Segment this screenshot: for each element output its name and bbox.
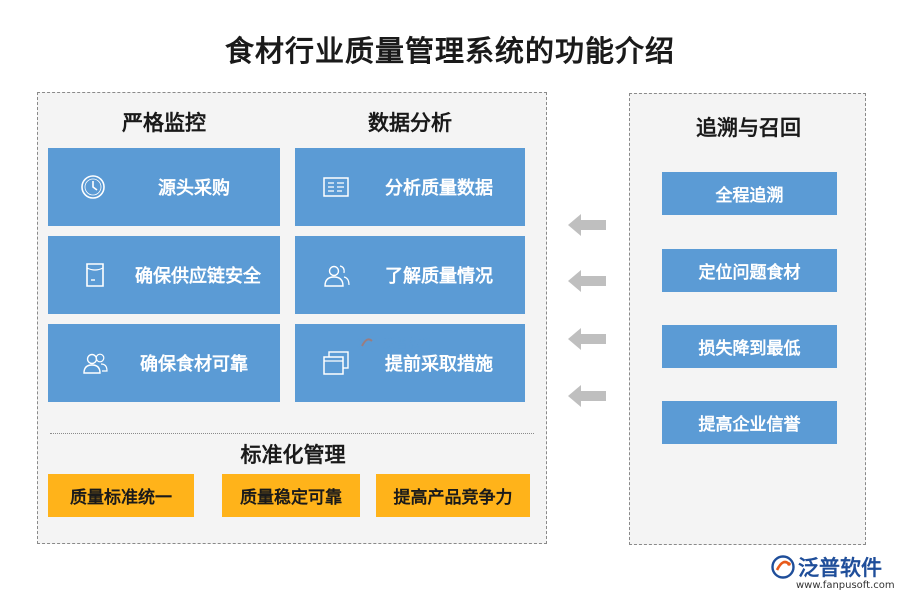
windows-icon (321, 348, 351, 378)
minimize-loss-box: 损失降到最低 (662, 325, 837, 368)
brand-logo-icon (771, 555, 795, 579)
right-panel: 追溯与召回 全程追溯 定位问题食材 损失降到最低 提高企业信誉 (629, 93, 866, 545)
source-procurement-tile: 源头采购 (48, 148, 280, 226)
users-icon (80, 348, 110, 378)
left-panel: 严格监控 数据分析 源头采购 确保供应链安全 确保食材可靠 分析质量数据 了解质… (37, 92, 547, 544)
section-divider (50, 433, 534, 434)
take-measures-tile: 提前采取措施 (295, 324, 525, 402)
strict-control-heading: 严格监控 (122, 110, 206, 135)
full-trace-box: 全程追溯 (662, 172, 837, 215)
competitiveness-box: 提高产品竞争力 (376, 474, 530, 517)
improve-reputation-box: 提高企业信誉 (662, 401, 837, 444)
left-arrow-icon (566, 382, 608, 410)
people-icon (321, 260, 351, 290)
brand-name: 泛普软件 (798, 556, 882, 580)
data-analysis-heading: 数据分析 (368, 110, 452, 135)
left-arrow-icon (566, 211, 608, 239)
left-arrow-icon (566, 325, 608, 353)
tile-label: 分析质量数据 (385, 178, 493, 199)
document-icon (80, 260, 110, 290)
locate-problem-box: 定位问题食材 (662, 249, 837, 292)
ingredient-reliable-tile: 确保食材可靠 (48, 324, 280, 402)
understand-quality-tile: 了解质量情况 (295, 236, 525, 314)
quality-stable-box: 质量稳定可靠 (222, 474, 360, 517)
standardization-heading: 标准化管理 (240, 442, 346, 467)
watermark-text: 泛普软件 (382, 337, 435, 352)
analyze-quality-data-tile: 分析质量数据 (295, 148, 525, 226)
tile-label: 源头采购 (158, 178, 230, 199)
left-arrow-icon (566, 267, 608, 295)
data-card-icon (321, 172, 351, 202)
brand-url: www.fanpusoft.com (796, 580, 895, 591)
tile-label: 确保供应链安全 (135, 266, 261, 287)
watermark: 泛普软件 (356, 330, 446, 356)
brand-logo: 泛普软件 www.fanpusoft.com (770, 552, 895, 597)
standard-unified-box: 质量标准统一 (48, 474, 194, 517)
tile-label: 提前采取措施 (385, 354, 493, 375)
tile-label: 确保食材可靠 (140, 354, 248, 375)
clock-icon (78, 172, 108, 202)
page-title: 食材行业质量管理系统的功能介绍 (224, 34, 675, 68)
trace-recall-heading: 追溯与召回 (696, 115, 801, 140)
watermark-logo-icon (357, 333, 377, 353)
supply-chain-safety-tile: 确保供应链安全 (48, 236, 280, 314)
tile-label: 了解质量情况 (385, 266, 493, 287)
